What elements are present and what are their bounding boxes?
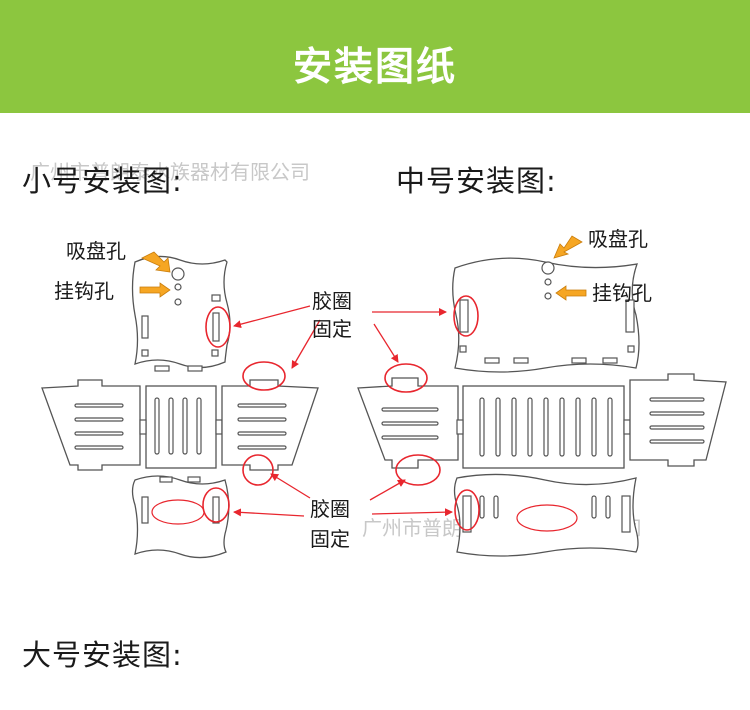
medium-logo [516,504,578,532]
small-hook-arrow [139,282,171,298]
highlight-ring [202,487,230,523]
small-hook-label: 挂钩孔 [54,279,114,303]
rubber-ring-highlights [202,295,480,531]
upper-rubber-label-1: 胶圈 [312,289,352,313]
medium-suction-label: 吸盘孔 [588,227,648,251]
page-title: 安装图纸 [292,45,457,90]
small-section-title: 小号安装图: [22,164,183,198]
highlight-ring [205,306,231,348]
title-banner: 安装图纸 [0,0,750,113]
highlight-ring [384,363,428,393]
small-assembly [41,255,319,559]
medium-suction-hole [541,261,555,275]
highlight-ring [242,454,274,486]
small-suction-label: 吸盘孔 [66,239,126,263]
slot [141,349,149,357]
medium-right-wing [629,373,727,467]
slot [211,294,221,302]
medium-assembly [357,257,727,557]
medium-bottom-panel [453,473,639,557]
small-left-wing [41,379,141,471]
slot [141,315,149,339]
large-section-title: 大号安装图: [22,638,183,672]
watermark-top: 广州市普朗泰水族器材有限公司 [30,160,310,184]
slot [187,365,203,372]
small-suction-arrow [141,251,171,273]
slot [154,365,170,372]
highlight-ring [453,295,479,337]
highlight-ring [242,361,286,391]
small-suction-hole [171,267,185,281]
medium-hook-hole-2 [544,292,552,300]
pointer-lines [233,305,453,517]
medium-hook-label: 挂钩孔 [592,281,652,305]
slot [211,349,219,357]
upper-rubber-label-2: 固定 [312,317,352,341]
hole-callout-arrows [139,235,587,301]
medium-back-panel [452,257,640,373]
medium-suction-arrow [553,235,583,259]
small-right-wing [221,379,319,471]
small-hook-hole-1 [174,283,182,291]
lower-rubber-label-2: 固定 [310,527,350,551]
highlight-ring [454,489,480,531]
small-back-panel [131,255,231,369]
small-hook-hole-2 [174,298,182,306]
medium-hook-hole-1 [544,278,552,286]
highlight-ring [395,454,441,486]
lower-rubber-label-1: 胶圈 [310,497,350,521]
medium-hook-arrow [555,285,587,301]
slot [212,312,220,342]
medium-section-title: 中号安装图: [396,164,557,198]
